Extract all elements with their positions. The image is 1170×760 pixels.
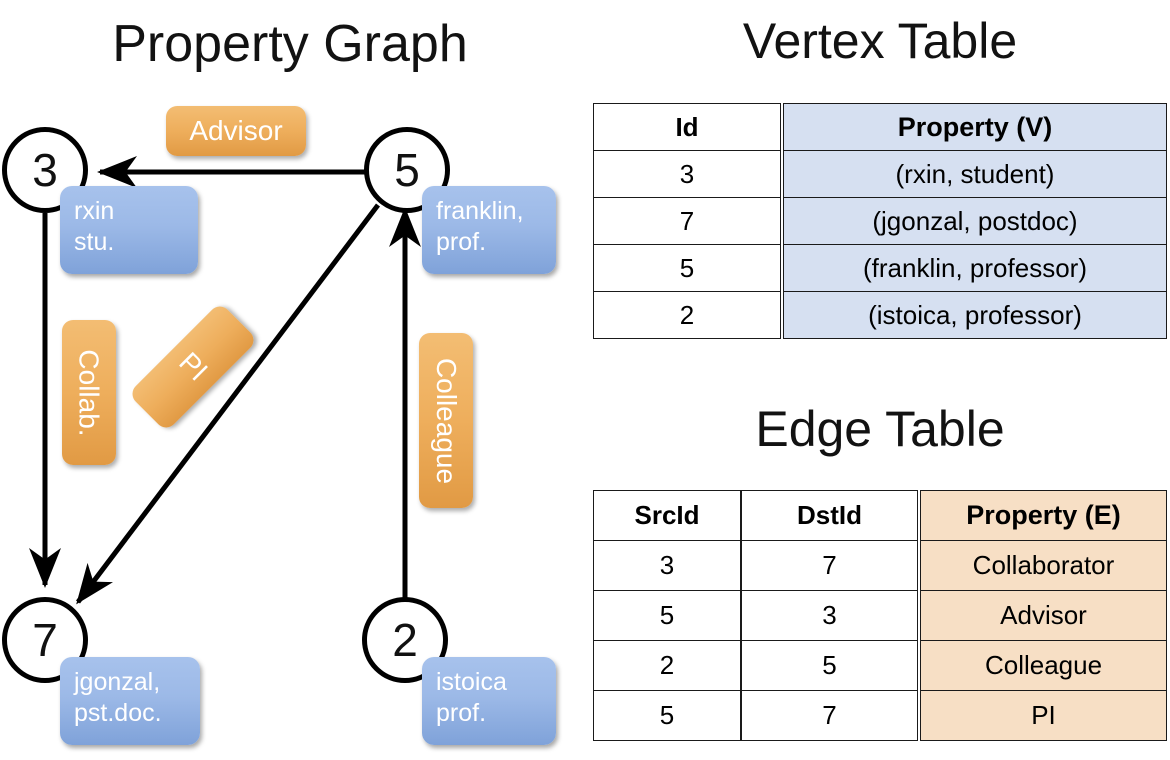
table-row: 2 [593, 291, 781, 339]
table-row: 7 [593, 197, 781, 245]
edge-label-pi-text: PI [173, 346, 214, 387]
vertex-table-id-column: Id 3 7 5 2 [593, 103, 781, 339]
node-property-line-1: franklin, [436, 197, 524, 225]
node-property-box-jgonzal: jgonzal, pst.doc. [60, 657, 200, 745]
edge-label-advisor: Advisor [166, 106, 306, 156]
table-row: 5 [741, 640, 918, 691]
node-property-line-1: rxin [74, 197, 115, 225]
table-row: 3 [593, 150, 781, 198]
edge-label-collab: Collab. [62, 320, 116, 465]
edge-label-collab-text: Collab. [74, 348, 106, 437]
node-property-line-1: istoica [436, 668, 507, 696]
graph-node-2-label: 2 [392, 614, 418, 666]
table-row: Collaborator [920, 540, 1167, 591]
graph-node-7-label: 7 [32, 614, 58, 666]
edge-table-cell-property: Advisor [920, 590, 1167, 641]
edge-table-header-srcid: SrcId [593, 490, 741, 541]
table-row: 2 [593, 640, 741, 691]
vertex-table-cell-property: (istoica, professor) [783, 291, 1167, 339]
graph-edges-svg [29, 156, 421, 605]
page-title-vertex-table: Vertex Table [742, 13, 1018, 69]
node-property-line-1: jgonzal, [74, 668, 161, 696]
table-row: 3 [741, 590, 918, 641]
node-property-box-franklin: franklin, prof. [422, 186, 556, 274]
property-graph-diagram: 3 5 7 2 rxin stu. franklin, prof. jgonza… [2, 106, 556, 745]
vertex-table-cell-id: 5 [593, 244, 781, 292]
page-title-edge-table: Edge Table [755, 401, 1005, 457]
node-property-line-2: pst.doc. [74, 698, 162, 727]
vertex-table-header-id: Id [593, 103, 781, 151]
table-header-row: Property (V) [783, 103, 1167, 151]
node-property-line-2: prof. [436, 698, 487, 727]
table-row: (jgonzal, postdoc) [783, 197, 1167, 245]
table-header-row: DstId [741, 490, 918, 541]
page-title-property-graph: Property Graph [112, 15, 468, 73]
table-row: 7 [741, 540, 918, 591]
edge-table-cell-srcid: 2 [593, 640, 741, 691]
graph-node-3-label: 3 [32, 144, 58, 196]
edge-table-cell-dstid: 3 [741, 590, 918, 641]
table-row: 5 [593, 244, 781, 292]
edge-table-header-dstid: DstId [741, 490, 918, 541]
table-row: Colleague [920, 640, 1167, 691]
edge-table-header-property: Property (E) [920, 490, 1167, 541]
table-row: 7 [741, 690, 918, 741]
table-row: 5 [593, 690, 741, 741]
vertex-table-header-property: Property (V) [783, 103, 1167, 151]
edge-table-cell-srcid: 3 [593, 540, 741, 591]
table-row: (rxin, student) [783, 150, 1167, 198]
table-row: Advisor [920, 590, 1167, 641]
vertex-table-cell-id: 7 [593, 197, 781, 245]
vertex-table-cell-property: (rxin, student) [783, 150, 1167, 198]
node-property-line-2: prof. [436, 227, 487, 256]
edge-table-cell-dstid: 7 [741, 690, 918, 741]
table-header-row: Property (E) [920, 490, 1167, 541]
edge-table-cell-srcid: 5 [593, 690, 741, 741]
edge-table-cell-property: PI [920, 690, 1167, 741]
graph-node-5-label: 5 [394, 144, 420, 196]
node-property-box-istoica: istoica prof. [422, 657, 556, 745]
table-header-row: Id [593, 103, 781, 151]
vertex-table-property-column: Property (V) (rxin, student) (jgonzal, p… [783, 103, 1167, 339]
vertex-table-cell-property: (franklin, professor) [783, 244, 1167, 292]
edge-table-cell-dstid: 5 [741, 640, 918, 691]
vertex-table-cell-property: (jgonzal, postdoc) [783, 197, 1167, 245]
edge-label-colleague-text: Colleague [431, 357, 463, 484]
edge-table-cell-property: Colleague [920, 640, 1167, 691]
node-property-line-2: stu. [74, 227, 115, 256]
table-row: PI [920, 690, 1167, 741]
vertex-table-cell-id: 2 [593, 291, 781, 339]
edge-line-pi [76, 203, 380, 605]
edge-table-cell-srcid: 5 [593, 590, 741, 641]
table-row: (istoica, professor) [783, 291, 1167, 339]
table-row: (franklin, professor) [783, 244, 1167, 292]
edge-table-cell-dstid: 7 [741, 540, 918, 591]
node-property-box-rxin: rxin stu. [60, 186, 198, 274]
edge-table-srcid-column: SrcId 3 5 2 5 [593, 490, 741, 741]
edge-label-advisor-text: Advisor [189, 115, 283, 146]
graph-node-2[interactable]: 2 [362, 597, 448, 683]
edge-table-cell-property: Collaborator [920, 540, 1167, 591]
edge-label-colleague: Colleague [419, 333, 473, 508]
table-header-row: SrcId [593, 490, 741, 541]
table-row: 5 [593, 590, 741, 641]
edge-table-property-column: Property (E) Collaborator Advisor Collea… [920, 490, 1167, 741]
vertex-table-cell-id: 3 [593, 150, 781, 198]
table-row: 3 [593, 540, 741, 591]
edge-table-dstid-column: DstId 7 3 5 7 [741, 490, 918, 741]
